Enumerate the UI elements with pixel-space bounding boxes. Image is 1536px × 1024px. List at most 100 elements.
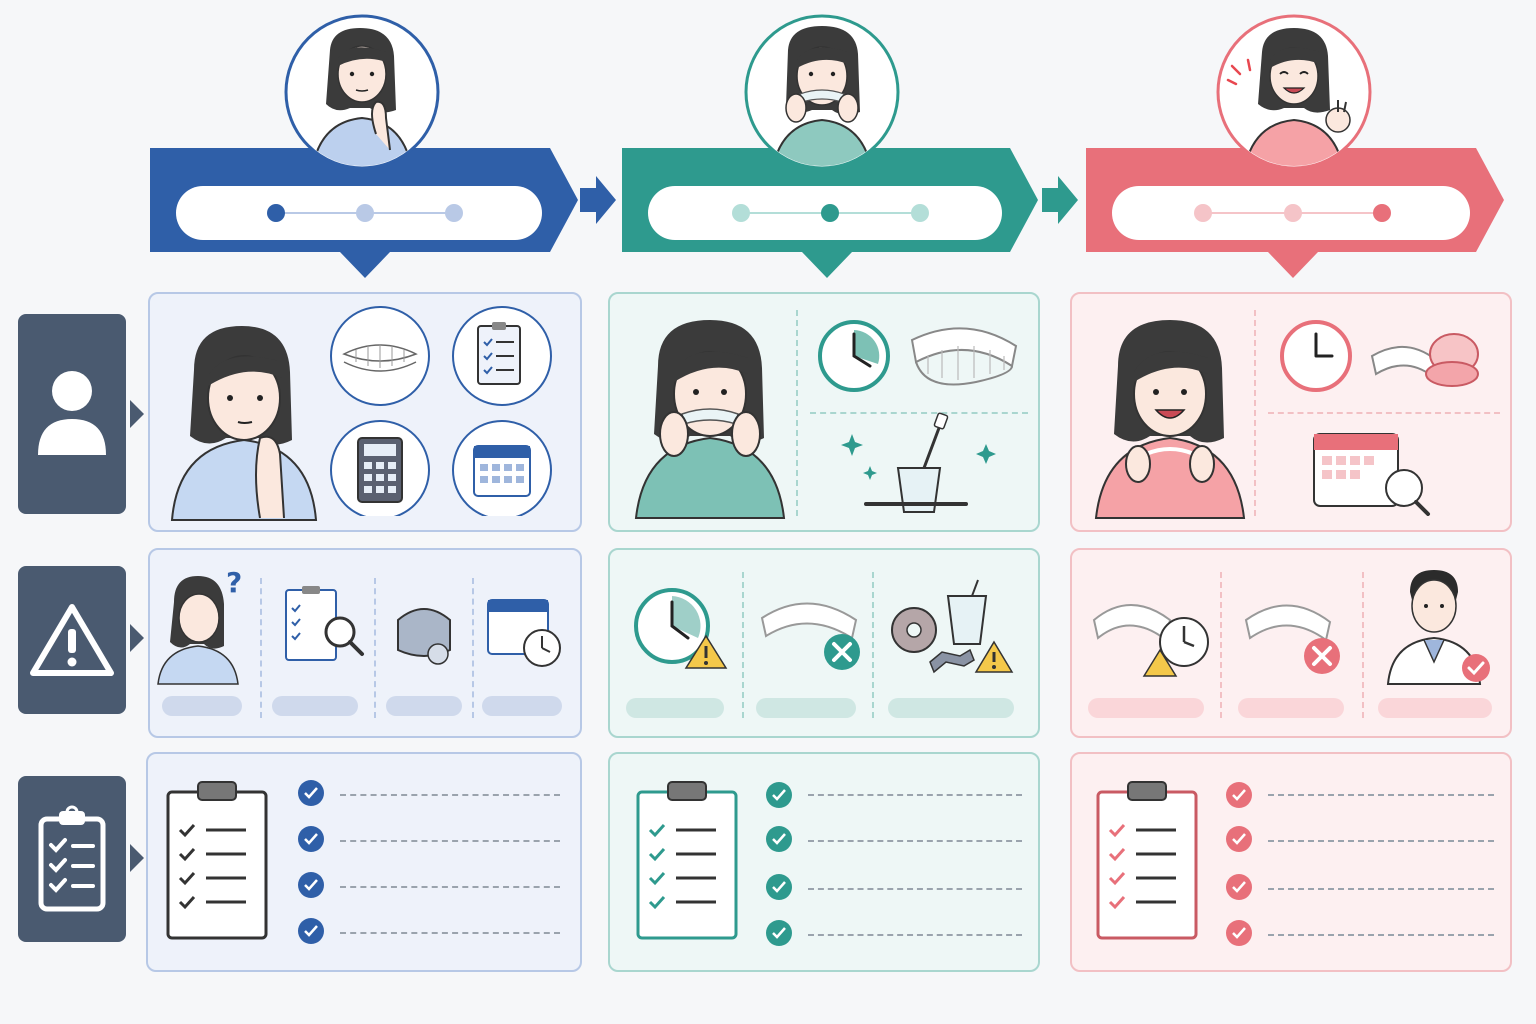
divider (374, 578, 376, 718)
clipboard-icon (166, 781, 268, 940)
checklist-line (808, 794, 1022, 796)
check-icon (1226, 826, 1252, 852)
clipboard-checklist-icon (38, 805, 106, 912)
retainer-clock-warning-icon (1092, 604, 1209, 677)
food-drink-warning-icon (891, 579, 1014, 674)
checklist-line (1268, 934, 1494, 936)
divider (810, 412, 1028, 414)
issue-label-pill (386, 696, 462, 716)
document-checklist-icon (452, 306, 552, 406)
stage-1-persona-panel (148, 292, 582, 532)
stage-2-dot-active (821, 204, 839, 222)
checklist-line (1268, 840, 1494, 842)
consideration-icons (330, 306, 552, 516)
retainer-case-icon (1370, 333, 1479, 387)
stage-1-checklist-panel (146, 752, 582, 972)
stage-3-avatar (1216, 14, 1372, 170)
check-icon (766, 826, 792, 852)
calendar-clock-icon (487, 599, 561, 667)
issue-label-pill (1088, 698, 1204, 718)
checklist-line (1268, 888, 1494, 890)
dentist-approval-icon (1386, 570, 1490, 685)
stage-3-persona-panel (1070, 292, 1512, 532)
check-icon (298, 872, 324, 898)
stage-1-avatar (284, 14, 440, 170)
divider (1254, 310, 1256, 516)
calendar-icon (452, 420, 552, 516)
check-icon (1226, 782, 1252, 808)
aligner-icon (910, 327, 1018, 386)
clipboard-icon (636, 781, 738, 940)
calculator-icon (330, 420, 430, 516)
clipboard-icon (1096, 781, 1198, 940)
issue-label-pill (272, 696, 358, 716)
issue-label-pill (756, 698, 856, 718)
stage-3-checklist-panel (1070, 752, 1512, 972)
check-icon (766, 920, 792, 946)
wallet-coins-icon (397, 608, 451, 665)
row-2-arrow (130, 624, 144, 652)
divider (260, 578, 262, 718)
aligner-icon (330, 306, 430, 406)
check-icon (766, 782, 792, 808)
issue-label-pill (162, 696, 242, 716)
check-icon (298, 826, 324, 852)
flow-arrow-2 (1042, 176, 1078, 224)
checklist-line (340, 794, 560, 796)
checklist-line (808, 888, 1022, 890)
row-icon-issues (18, 566, 126, 714)
divider (1362, 572, 1364, 718)
checklist-line (340, 932, 560, 934)
checklist-line (808, 934, 1022, 936)
stage-3-banner[interactable] (1086, 148, 1504, 278)
retainer-not-allowed-icon (1244, 604, 1340, 674)
row-icon-checklist (18, 776, 126, 942)
checklist-line (340, 840, 560, 842)
clock-warning-icon (634, 588, 728, 669)
check-icon (766, 874, 792, 900)
clock-icon (1280, 320, 1352, 392)
stage-2-persona-panel (608, 292, 1040, 532)
flow-arrow-1 (580, 176, 616, 224)
stage-2-banner[interactable] (622, 148, 1038, 278)
check-icon (298, 918, 324, 944)
woman-wearing-aligner-illustration (634, 320, 786, 519)
issue-label-pill (888, 698, 1014, 718)
calendar-tooth-icon (1313, 433, 1430, 516)
stage-banners (150, 14, 1504, 278)
warning-icon (30, 604, 114, 676)
stage-1-dot-active (267, 204, 285, 222)
smiling-woman-illustration (1094, 320, 1246, 519)
aligner-not-allowed-icon (760, 602, 860, 670)
stage-1-issues-panel: ? (148, 548, 582, 738)
divider (1220, 572, 1222, 718)
stage-3-issues-panel (1070, 548, 1512, 738)
issue-label-pill (1378, 698, 1492, 718)
question-mark-icon: ? (226, 566, 242, 599)
stage-1-banner[interactable] (150, 148, 578, 278)
divider (796, 310, 798, 516)
stage-3-dot-active (1373, 204, 1391, 222)
toothbrush-cup-icon (841, 412, 996, 513)
clock-icon (818, 320, 890, 392)
check-icon (298, 780, 324, 806)
treatment-icons (818, 320, 1018, 513)
document-search-icon (285, 586, 364, 661)
issue-label-pill (482, 696, 562, 716)
checklist-line (340, 886, 560, 888)
row-3-arrow (130, 844, 144, 872)
row-icon-persona (18, 314, 126, 514)
user-icon (38, 371, 106, 455)
issue-label-pill (1238, 698, 1344, 718)
thinking-woman-illustration (170, 326, 318, 521)
confused-woman-icon: ? (157, 566, 242, 685)
issue-label-pill (626, 698, 724, 718)
stage-2-issues-panel (608, 548, 1040, 738)
divider (1268, 412, 1500, 414)
check-icon (1226, 874, 1252, 900)
check-icon (1226, 920, 1252, 946)
stage-2-checklist-panel (608, 752, 1040, 972)
divider (472, 578, 474, 718)
divider (872, 572, 874, 718)
divider (742, 572, 744, 718)
